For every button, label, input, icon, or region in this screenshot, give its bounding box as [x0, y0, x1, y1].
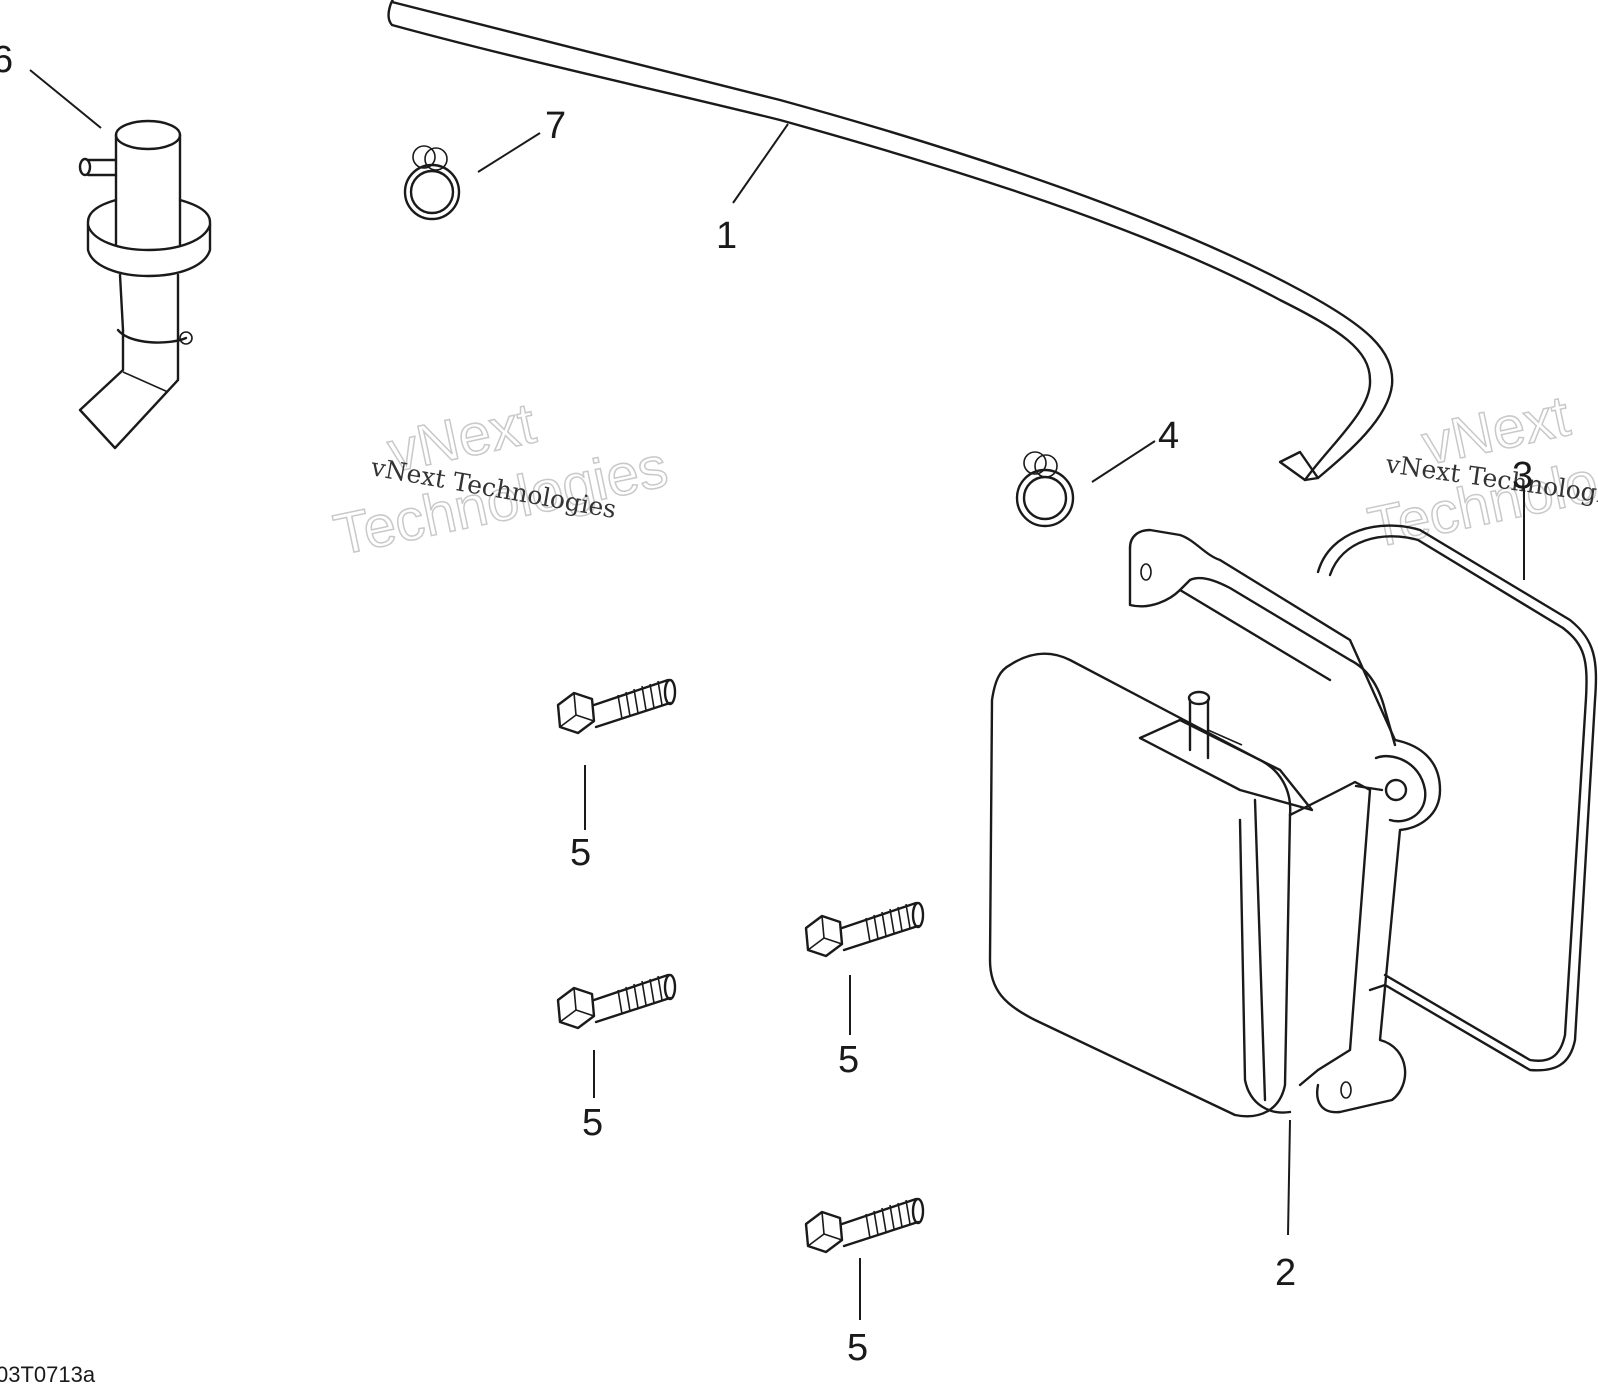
bolt-5c [556, 973, 677, 1030]
callout-3: 3 [1512, 455, 1533, 497]
callout-5a: 5 [570, 832, 591, 874]
callout-5c: 5 [582, 1102, 603, 1144]
watermark-left: vNext Technologies [328, 390, 674, 569]
breather-hose [387, 0, 1394, 482]
callout-7: 7 [545, 105, 566, 147]
callout-leader-1 [732, 123, 789, 204]
watermark-right: vNext Technologies [1362, 383, 1598, 562]
bolt-5a [556, 678, 677, 735]
callout-2: 2 [1275, 1252, 1296, 1294]
valve-cover-2 [988, 528, 1442, 1118]
clamp-7 [403, 145, 461, 221]
breather-valve-6 [78, 119, 212, 450]
callout-5d: 5 [847, 1327, 868, 1369]
callout-5b: 5 [838, 1039, 859, 1081]
callout-leader-6 [29, 69, 102, 129]
callout-leader-7 [477, 132, 541, 173]
bolt-5d [804, 1197, 925, 1254]
clamp-4 [1015, 451, 1075, 528]
callout-4: 4 [1158, 415, 1179, 457]
callout-leader-4 [1091, 440, 1156, 483]
bolt-5b [804, 901, 925, 958]
callout-leader-2 [1287, 1119, 1291, 1236]
gasket-3 [1316, 524, 1598, 1072]
callout-6: 6 [0, 39, 13, 81]
callout-1: 1 [716, 215, 737, 257]
figure-reference: 03T0713a [0, 1362, 96, 1384]
